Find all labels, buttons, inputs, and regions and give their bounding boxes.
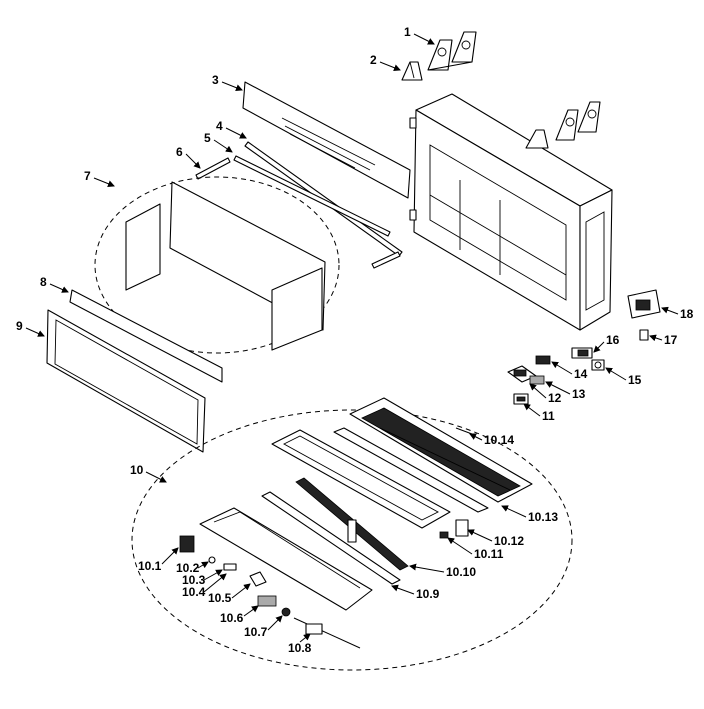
callout-9: 9 [16,319,23,333]
callout-8: 8 [40,275,47,289]
module-15-part [591,359,605,371]
module-16-part [571,347,593,359]
rail-5-part [233,155,391,237]
callout-10-2: 10.2 [176,561,200,575]
callout-7: 7 [84,169,91,183]
callout-3: 3 [212,73,219,87]
callout-18: 18 [680,307,694,321]
callout-12: 12 [548,391,562,405]
stand-bracket-pair-part [427,31,477,71]
callout-10-13: 10.13 [528,510,558,524]
callout-10-1: 10.1 [138,559,162,573]
callout-10: 10 [130,463,144,477]
callout-13: 13 [572,387,586,401]
callout-5: 5 [204,131,211,145]
plate-17-part [639,329,649,341]
callout-1: 1 [404,25,411,39]
callout-10-7: 10.7 [244,625,268,639]
callout-10-14: 10.14 [484,433,514,447]
front-frame-part [46,309,206,453]
callout-10-8: 10.8 [288,641,312,655]
glass-panel-group [94,176,340,354]
callout-10-5: 10.5 [208,591,232,605]
switch-box-18-part [627,289,661,319]
stand-foot-part [401,61,423,81]
callout-6: 6 [176,145,183,159]
firebox-part [409,93,613,331]
module-14-part [535,355,551,365]
callout-10-9: 10.9 [416,587,440,601]
callout-11: 11 [542,409,555,423]
burner-assembly-group [131,397,573,671]
trim-strip-part [69,289,223,383]
callout-17: 17 [664,333,678,347]
module-13-part [529,375,545,385]
callout-10-11: 10.11 [474,547,504,561]
callout-15: 15 [628,373,642,387]
callout-16: 16 [606,333,620,347]
callout-4: 4 [216,119,223,133]
callout-labels: 1 2 3 4 5 6 7 8 9 10 11 12 13 14 15 16 1… [16,25,694,655]
callout-10-10: 10.10 [446,565,476,579]
callout-2: 2 [370,53,377,67]
callout-14: 14 [574,367,588,381]
top-panel-part [242,81,411,199]
module-11-part [513,393,529,405]
callout-10-4: 10.4 [182,585,206,599]
callout-10-6: 10.6 [220,611,244,625]
callout-10-3: 10.3 [182,573,206,587]
callout-10-12: 10.12 [494,534,524,548]
